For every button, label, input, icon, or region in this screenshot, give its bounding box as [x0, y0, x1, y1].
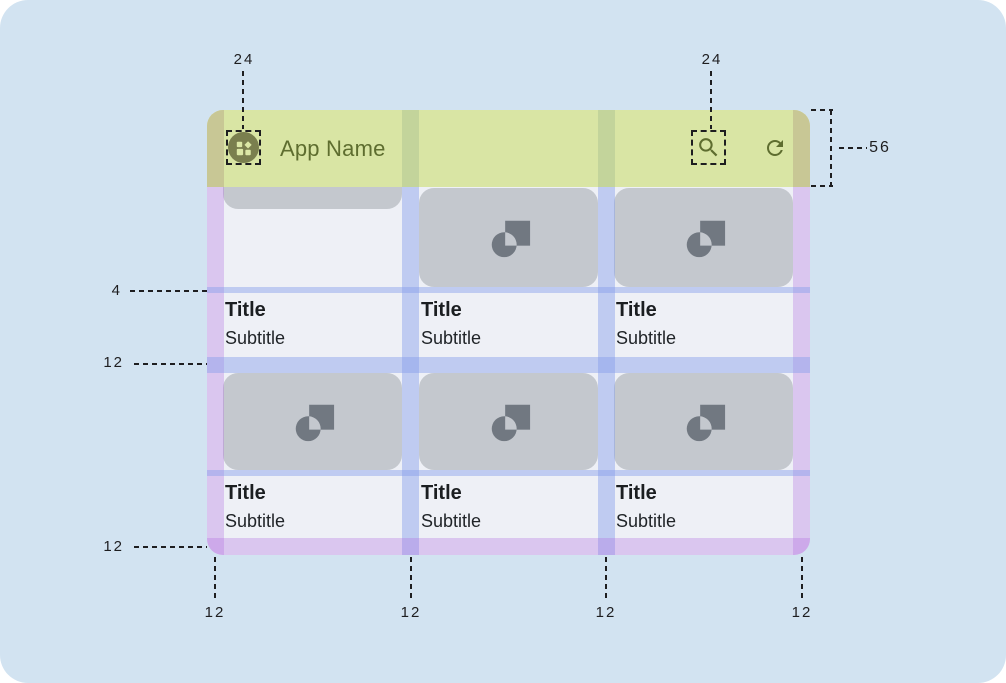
- row-gap-leader-line: [134, 363, 207, 365]
- spacing-leader-line: [605, 557, 607, 599]
- app-layout-mockup: Title Subtitle Title Subtitle Title Subt…: [207, 110, 810, 555]
- gutter-keyline: [598, 110, 615, 555]
- card-title: Title: [421, 482, 462, 504]
- search-size-leader-line: [710, 71, 712, 129]
- image-placeholder-icon: [486, 215, 532, 261]
- row-gap-label: 12: [103, 354, 124, 371]
- card-title: Title: [616, 299, 657, 321]
- search-measure-box: [691, 130, 726, 165]
- app-logo-button[interactable]: [228, 132, 259, 163]
- card-subtitle: Subtitle: [225, 328, 286, 348]
- card-subtitle: Subtitle: [421, 511, 482, 531]
- card-title: Title: [225, 482, 266, 504]
- left-margin-keyline: [207, 110, 224, 555]
- logo-size-label: 24: [233, 51, 255, 68]
- row-gap-keyline: [207, 357, 810, 373]
- image-placeholder-icon: [290, 399, 336, 445]
- spacing-leader-line: [410, 557, 412, 599]
- appbar-height-label: 56: [869, 139, 891, 156]
- card-subtitle: Subtitle: [616, 511, 677, 531]
- refresh-icon[interactable]: [763, 136, 787, 160]
- image-text-gap-keyline: [207, 470, 810, 476]
- spacing-label: 12: [204, 604, 226, 621]
- card-image-placeholder: [419, 373, 598, 470]
- image-placeholder-icon: [486, 399, 532, 445]
- spacing-label: 12: [595, 604, 617, 621]
- card-image-placeholder: [223, 373, 402, 470]
- apps-logo-icon: [236, 140, 252, 155]
- bottom-margin-leader-line: [134, 546, 207, 548]
- appbar-height-leader-line: [839, 147, 867, 149]
- top-app-bar: App Name: [207, 110, 810, 187]
- logo-size-leader-line: [242, 71, 244, 129]
- image-text-gap-leader-line: [130, 290, 207, 292]
- image-placeholder-icon: [681, 215, 727, 261]
- spacing-leader-line: [214, 557, 216, 599]
- gutter-keyline: [402, 110, 419, 555]
- bottom-margin-label: 12: [103, 538, 124, 555]
- spacing-label: 12: [400, 604, 422, 621]
- right-margin-keyline: [793, 110, 810, 555]
- card-image-placeholder: [614, 188, 793, 287]
- card-subtitle: Subtitle: [225, 511, 286, 531]
- card-title: Title: [225, 299, 266, 321]
- card-image-placeholder: [614, 373, 793, 470]
- spacing-label: 12: [791, 604, 813, 621]
- card-tile[interactable]: Title Subtitle Title Subtitle: [614, 110, 793, 555]
- card-title: Title: [421, 299, 462, 321]
- image-text-gap-label: 4: [111, 282, 122, 299]
- card-subtitle: Subtitle: [616, 328, 677, 348]
- card-subtitle: Subtitle: [421, 328, 482, 348]
- appbar-height-bracket: [830, 110, 832, 186]
- image-text-gap-keyline: [207, 287, 810, 293]
- image-placeholder-icon: [681, 399, 727, 445]
- search-icon[interactable]: [696, 135, 721, 160]
- app-title: App Name: [280, 135, 386, 161]
- spacing-leader-line: [801, 557, 803, 599]
- logo-measure-box: [226, 130, 261, 165]
- appbar-height-tick-bottom: [811, 185, 833, 187]
- bottom-margin-keyline: [207, 538, 810, 555]
- appbar-height-tick-top: [811, 109, 833, 111]
- card-image-placeholder: [419, 188, 598, 287]
- card-tile[interactable]: Title Subtitle Title Subtitle: [419, 110, 598, 555]
- search-size-label: 24: [701, 51, 723, 68]
- card-title: Title: [616, 482, 657, 504]
